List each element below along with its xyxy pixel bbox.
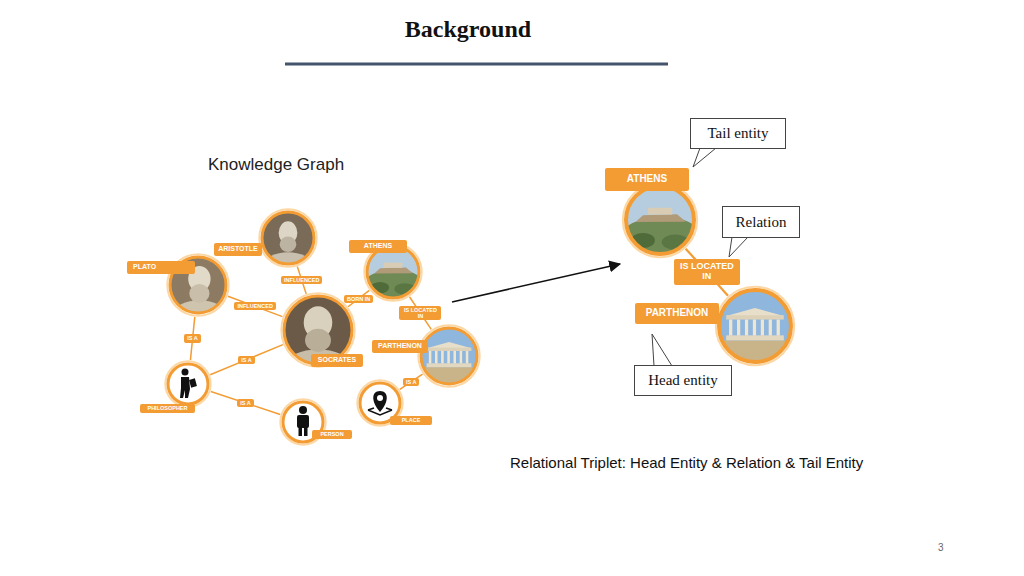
circle-ring bbox=[262, 212, 314, 264]
relation-tag: IS A bbox=[238, 356, 255, 364]
callout-box: Head entity bbox=[634, 365, 732, 396]
circle-outline bbox=[262, 212, 314, 264]
circle-halo bbox=[623, 183, 697, 257]
entity-tag: ATHENS bbox=[349, 240, 407, 253]
relation-tag: BORN IN bbox=[344, 295, 373, 303]
relation-tag: IS A bbox=[237, 399, 254, 407]
relation-tag: INFLUENCED bbox=[281, 276, 322, 284]
callout-text: Head entity bbox=[648, 372, 718, 389]
entity-circle: PLATO bbox=[170, 257, 226, 313]
callout-pointer bbox=[693, 148, 716, 167]
parthenon-photo bbox=[421, 328, 477, 384]
entity-tag: PLACE bbox=[390, 416, 432, 425]
entity-tag: PARTHENON bbox=[635, 303, 719, 324]
relation-line bbox=[228, 296, 282, 316]
caption: Relational Triplet: Head Entity & Relati… bbox=[510, 454, 863, 471]
section-label: Knowledge Graph bbox=[208, 155, 344, 175]
circle-halo bbox=[165, 361, 210, 406]
circle-outline bbox=[421, 328, 477, 384]
relation-tag: IS A bbox=[184, 334, 201, 342]
place-icon bbox=[368, 391, 392, 415]
entity-circle: ATHENS bbox=[367, 246, 419, 298]
relation-tag: IS LOCATED IN bbox=[674, 259, 740, 285]
circle-ring bbox=[626, 186, 694, 254]
entity-circle: SOCRATES bbox=[284, 296, 352, 364]
circle-outline bbox=[719, 290, 791, 362]
entity-tag: ARISTOTLE bbox=[214, 243, 262, 256]
person-icon bbox=[297, 406, 309, 436]
athens-photo bbox=[367, 246, 419, 298]
circle-ring bbox=[719, 290, 791, 362]
entity-circle: PLACE bbox=[360, 383, 400, 423]
circle-ring bbox=[367, 246, 419, 298]
entity-tag: PARTHENON bbox=[372, 340, 428, 353]
relation-line bbox=[211, 392, 280, 415]
circle-outline bbox=[168, 364, 208, 404]
athens-photo bbox=[626, 186, 694, 254]
entity-tag: PERSON bbox=[312, 430, 352, 439]
entity-tag: ATHENS bbox=[605, 168, 689, 191]
entity-tag: SOCRATES bbox=[311, 354, 363, 367]
circle-halo bbox=[418, 325, 479, 386]
callout-box: Tail entity bbox=[690, 118, 786, 149]
callout-text: Relation bbox=[736, 214, 787, 231]
slide-title: Background bbox=[0, 16, 936, 43]
relation-tag: INFLUENCED bbox=[234, 302, 275, 310]
callout-text: Tail entity bbox=[707, 125, 768, 142]
entity-circle: PHILOSOPHER bbox=[168, 364, 208, 404]
relation-line bbox=[400, 374, 423, 389]
relation-line bbox=[210, 345, 283, 375]
entity-tag: PLATO bbox=[127, 261, 195, 274]
entity-circle: PERSON bbox=[283, 402, 323, 442]
entity-circle: PARTHENON bbox=[421, 328, 477, 384]
entity-circle: PARTHENON bbox=[719, 290, 791, 362]
callout-pointer bbox=[652, 334, 672, 366]
parthenon-photo bbox=[719, 290, 791, 362]
relation-tag: IS A bbox=[403, 378, 420, 386]
circle-outline bbox=[367, 246, 419, 298]
circle-ring bbox=[421, 328, 477, 384]
entity-circle: ATHENS bbox=[626, 186, 694, 254]
circle-ring bbox=[168, 364, 208, 404]
zoom-arrow bbox=[452, 264, 620, 302]
icon-ground bbox=[168, 364, 208, 404]
entity-tag: PHILOSOPHER bbox=[140, 404, 195, 413]
circle-outline bbox=[626, 186, 694, 254]
title-rule bbox=[285, 63, 668, 66]
entity-circle: ARISTOTLE bbox=[262, 212, 314, 264]
callout-pointer bbox=[729, 237, 748, 257]
relation-tag: IS LOCATED IN bbox=[399, 306, 441, 320]
circle-halo bbox=[259, 209, 316, 266]
callout-box: Relation bbox=[722, 206, 800, 238]
philosopher-icon bbox=[180, 369, 197, 399]
circle-halo bbox=[716, 287, 794, 365]
page-number: 3 bbox=[938, 542, 944, 553]
